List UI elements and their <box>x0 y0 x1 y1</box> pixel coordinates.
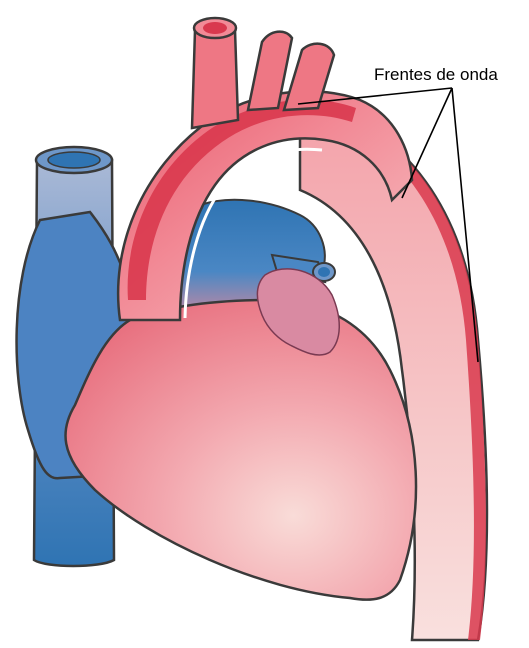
wavefront-label: Frentes de onda <box>374 65 498 84</box>
brachiocephalic-trunk <box>192 18 238 128</box>
heart-body <box>65 300 416 600</box>
